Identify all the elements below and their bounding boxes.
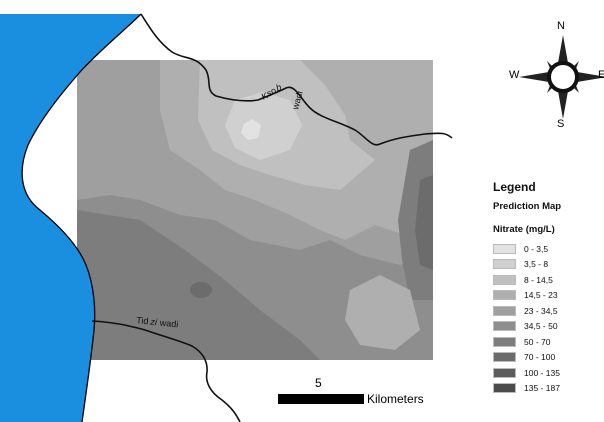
legend-field: Nitrate (mg/L) — [493, 224, 555, 235]
legend-label: 50 - 70 — [524, 336, 551, 347]
raster-zone-southeast — [345, 275, 420, 350]
prediction-raster — [77, 60, 433, 360]
legend-swatch — [493, 367, 516, 378]
tidzi-wadi-river — [91, 320, 241, 422]
legend: Legend Prediction Map Nitrate (mg/L) 0 -… — [493, 180, 603, 396]
legend-item: 70 - 100 — [493, 350, 603, 366]
sea — [0, 14, 141, 422]
compass-south-label: S — [557, 118, 565, 130]
legend-subtitle: Prediction Map — [493, 201, 562, 212]
raster-zone-east-core — [415, 175, 433, 270]
raster-zone-core — [225, 92, 302, 160]
legend-swatch — [493, 259, 516, 270]
legend-swatch — [493, 243, 516, 254]
legend-item: 34,5 - 50 — [493, 319, 603, 335]
scalebar-unit: Kilometers — [367, 392, 424, 406]
north-arrow-needle-e — [577, 72, 604, 82]
coastline — [21, 13, 142, 422]
ksob-wadi-label: Ksob — [259, 82, 284, 102]
compass-west-label: W — [509, 69, 520, 81]
legend-item: 8 - 14,5 — [493, 272, 603, 288]
north-arrow-needle-s — [558, 91, 568, 119]
scalebar-value: 5 — [315, 376, 322, 390]
legend-item: 100 - 135 — [493, 365, 603, 381]
ksob-wadi-label-suffix: wadi — [290, 90, 305, 111]
legend-label: 8 - 14,5 — [524, 274, 553, 285]
legend-label: 34,5 - 50 — [524, 321, 558, 332]
legend-label: 0 - 3,5 — [524, 243, 549, 254]
legend-swatch — [493, 305, 516, 316]
legend-item: 3,5 - 8 — [493, 257, 603, 273]
legend-label: 14,5 - 23 — [524, 290, 558, 301]
north-arrow-needle-w — [519, 72, 549, 82]
legend-label: 70 - 100 — [524, 352, 556, 363]
legend-title: Legend — [493, 180, 536, 194]
legend-label: 23 - 34,5 — [524, 305, 558, 316]
north-arrow — [519, 35, 604, 119]
legend-swatch — [493, 336, 516, 347]
legend-swatch — [493, 383, 516, 394]
legend-items: 0 - 3,5 3,5 - 8 8 - 14,5 14,5 - 23 23 - … — [493, 241, 603, 396]
legend-item: 135 - 187 — [493, 381, 603, 397]
legend-item: 0 - 3,5 — [493, 241, 603, 257]
compass-east-label: E — [598, 69, 604, 81]
legend-label: 135 - 187 — [524, 383, 560, 394]
legend-label: 3,5 - 8 — [524, 259, 549, 270]
legend-item: 23 - 34,5 — [493, 303, 603, 319]
legend-swatch — [493, 321, 516, 332]
legend-swatch — [493, 290, 516, 301]
north-arrow-ring — [547, 61, 579, 93]
legend-item: 14,5 - 23 — [493, 288, 603, 304]
legend-item: 50 - 70 — [493, 334, 603, 350]
legend-label: 100 - 135 — [524, 367, 560, 378]
raster-zone-peak — [241, 119, 261, 140]
legend-swatch — [493, 352, 516, 363]
scalebar-bar — [278, 394, 364, 404]
north-arrow-needle-n — [558, 35, 568, 63]
ksob-wadi-river — [140, 13, 453, 146]
legend-swatch — [493, 274, 516, 285]
raster-spot-southwest — [190, 282, 212, 298]
compass-north-label: N — [557, 20, 565, 32]
